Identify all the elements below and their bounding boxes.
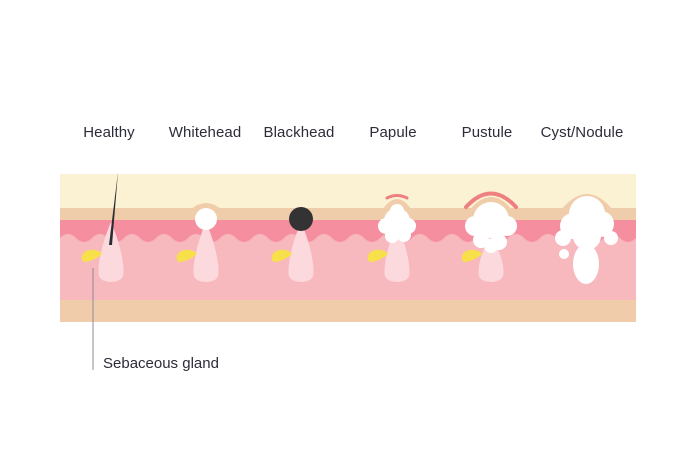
- pustule-illustration: [461, 191, 518, 282]
- skin-bump: [190, 203, 222, 210]
- whitehead-plug: [195, 208, 217, 230]
- lesion-blob: [573, 222, 601, 250]
- base-layer: [60, 300, 636, 322]
- sebaceous-gland: [367, 249, 388, 262]
- papule-lesion: [378, 204, 416, 243]
- lesion-blob: [604, 231, 618, 245]
- label-healthy: Healthy: [83, 124, 135, 141]
- lesion-blob: [497, 216, 517, 236]
- lesion-blob: [573, 244, 599, 284]
- inflammation-arc: [385, 194, 409, 200]
- cyst-illustration: [555, 194, 618, 284]
- sebaceous-gland: [461, 249, 482, 262]
- lesion-blob: [484, 239, 498, 253]
- pustule-lesion: [465, 202, 517, 253]
- sebaceous-gland: [176, 249, 197, 262]
- whitehead-illustration: [176, 203, 222, 282]
- lesion-blob: [385, 229, 399, 243]
- top-layer: [60, 174, 636, 210]
- cyst-lesion: [555, 196, 618, 284]
- label-blackhead: Blackhead: [263, 124, 335, 141]
- label-whitehead: Whitehead: [168, 124, 242, 141]
- hair-follicle: [98, 222, 124, 282]
- lesion-blob: [559, 249, 569, 259]
- label-cyst-nodule: Cyst/Nodule: [540, 124, 624, 141]
- hair: [109, 172, 118, 245]
- label-pustule: Pustule: [461, 124, 513, 141]
- blackhead-illustration: [271, 207, 314, 282]
- hair-follicle: [193, 222, 219, 282]
- hair-follicle: [288, 222, 314, 282]
- lesion-blob: [397, 228, 411, 242]
- sebaceous-gland: [271, 249, 292, 262]
- healthy-illustration: [81, 172, 124, 282]
- sebaceous-gland-label: Sebaceous gland: [103, 355, 219, 372]
- inflammation-arc: [464, 191, 518, 209]
- hair-follicle: [384, 224, 410, 282]
- skin-band: [60, 208, 636, 220]
- label-papule: Papule: [369, 124, 417, 141]
- lesion-blob: [555, 230, 571, 246]
- hair-follicle: [478, 236, 504, 282]
- papule-illustration: [367, 194, 416, 282]
- lesion-blob: [465, 216, 485, 236]
- lesion-blob: [390, 204, 404, 218]
- sebaceous-gland: [81, 249, 102, 262]
- blackhead-plug: [289, 207, 313, 231]
